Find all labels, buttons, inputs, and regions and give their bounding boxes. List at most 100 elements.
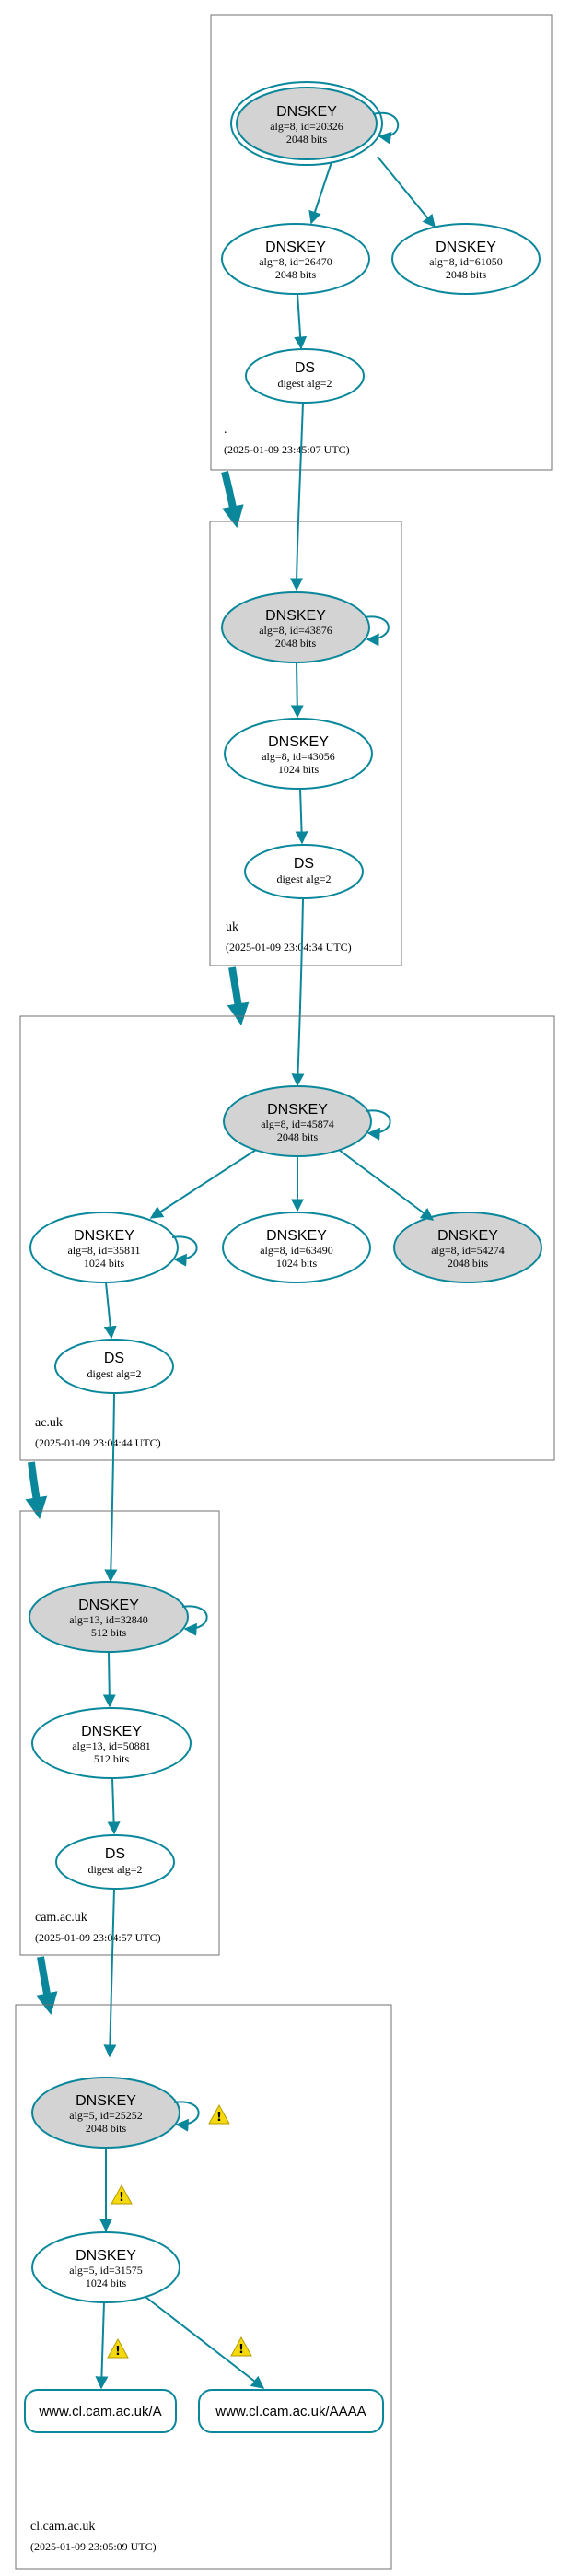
node-key-info: alg=13, id=32840: [69, 1613, 148, 1626]
node-key-info: alg=13, id=50881: [72, 1739, 151, 1752]
node-key-size: 1024 bits: [278, 763, 320, 776]
node-title: DS: [295, 360, 315, 376]
ds-node-cam[interactable]: DS digest alg=2: [55, 1834, 175, 1890]
dnskey-node-acuk-ksk[interactable]: DNSKEY alg=8, id=45874 2048 bits: [223, 1085, 391, 1157]
edge-cam-ksk-to-zsk: [102, 1651, 116, 1708]
ds-node-uk[interactable]: DS digest alg=2: [244, 844, 364, 899]
warning-icon[interactable]: !: [230, 2336, 252, 2357]
edge-acuk-ksk-to-ksk2: [338, 1149, 435, 1221]
warning-glyph: !: [238, 2343, 244, 2357]
self-sign-edge: [372, 111, 400, 145]
zone-root-timestamp: (2025-01-09 23:45:07 UTC): [224, 443, 350, 456]
dnskey-node-cam-zsk[interactable]: DNSKEY alg=13, id=50881 512 bits: [31, 1707, 192, 1779]
node-key-info: alg=8, id=61050: [429, 255, 503, 268]
node-key-size: 2048 bits: [275, 268, 317, 281]
rrset-node-www-aaaa[interactable]: www.cl.cam.ac.uk/AAAA: [198, 2389, 384, 2433]
node-key-info: alg=5, id=25252: [69, 2109, 143, 2122]
zone-acuk-timestamp: (2025-01-09 23:04:44 UTC): [35, 1436, 161, 1449]
node-key-size: 1024 bits: [86, 2277, 127, 2289]
zone-ac-uk: ac.uk (2025-01-09 23:04:44 UTC): [19, 1015, 555, 1461]
self-sign-edge: [171, 1235, 198, 1267]
node-key-size: 512 bits: [94, 1752, 130, 1765]
node-key-info: alg=8, id=63490: [260, 1244, 333, 1257]
dnskey-node-root-zsk-61050[interactable]: DNSKEY alg=8, id=61050 2048 bits: [391, 223, 541, 295]
edge-uk-zsk-to-ds: [295, 788, 308, 845]
edge-cl-zsk-to-a: [95, 2301, 109, 2390]
zone-root: . (2025-01-09 23:45:07 UTC): [210, 14, 553, 471]
zone-uk: uk (2025-01-09 23:04:34 UTC): [209, 521, 402, 966]
zone-root-name: .: [224, 423, 227, 437]
node-digest-info: digest alg=2: [87, 1863, 142, 1876]
delegation-arrow-acuk-to-cam: [25, 1461, 48, 1520]
node-title: DNSKEY: [81, 1724, 142, 1739]
dnskey-node-acuk-zsk-63490[interactable]: DNSKEY alg=8, id=63490 1024 bits: [222, 1212, 371, 1283]
dnskey-node-uk-ksk[interactable]: DNSKEY alg=8, id=43876 2048 bits: [221, 591, 390, 663]
warning-icon[interactable]: !: [107, 2338, 129, 2359]
node-digest-info: digest alg=2: [277, 377, 332, 390]
zone-cl-cam-ac-uk: cl.cam.ac.uk (2025-01-09 23:05:09 UTC): [15, 2004, 392, 2570]
dnskey-node-acuk-zsk-35811[interactable]: DNSKEY alg=8, id=35811 1024 bits: [29, 1212, 198, 1283]
dnskey-node-cl-zsk[interactable]: DNSKEY alg=5, id=31575 1024 bits: [31, 2231, 180, 2303]
ds-node-acuk[interactable]: DS digest alg=2: [54, 1339, 174, 1394]
self-sign-edge: [365, 1109, 391, 1141]
edge-cl-zsk-to-aaaa: [145, 2296, 265, 2389]
zone-cam-border: [19, 1510, 220, 1956]
node-title: DS: [294, 856, 314, 872]
node-key-info: alg=8, id=43056: [262, 750, 335, 763]
dnskey-node-uk-zsk[interactable]: DNSKEY alg=8, id=43056 1024 bits: [224, 718, 373, 790]
node-title: DNSKEY: [266, 1228, 327, 1244]
node-title: DNSKEY: [268, 734, 329, 750]
node-title: DNSKEY: [76, 2248, 136, 2264]
warning-icon[interactable]: !: [111, 2184, 133, 2205]
dnskey-node-cam-ksk[interactable]: DNSKEY alg=13, id=32840 512 bits: [29, 1581, 208, 1653]
node-key-size: 2048 bits: [86, 2122, 127, 2135]
node-key-size: 2048 bits: [286, 133, 328, 146]
node-title: DNSKEY: [76, 2093, 136, 2109]
node-title: DNSKEY: [265, 608, 326, 624]
zone-uk-timestamp: (2025-01-09 23:04:34 UTC): [226, 941, 352, 954]
rrset-node-www-a[interactable]: www.cl.cam.ac.uk/A: [24, 2389, 177, 2433]
node-key-size: 1024 bits: [276, 1257, 318, 1270]
dnskey-node-root-zsk-26470[interactable]: DNSKEY alg=8, id=26470 2048 bits: [221, 223, 370, 295]
node-key-size: 2048 bits: [275, 637, 317, 650]
edge-uk-ds-to-acuk-ksk: [291, 897, 305, 1087]
node-key-info: alg=5, id=31575: [69, 2264, 143, 2277]
edge-cam-ds-to-cl-ksk: [103, 1888, 117, 2058]
rrset-label: www.cl.cam.ac.uk/AAAA: [215, 2404, 366, 2419]
self-sign-edge: [181, 1605, 208, 1636]
node-key-size: 512 bits: [91, 1626, 127, 1639]
node-key-size: 2048 bits: [448, 1257, 489, 1270]
node-key-info: alg=8, id=45874: [261, 1118, 334, 1130]
ds-node-root[interactable]: DS digest alg=2: [245, 348, 365, 404]
dnskey-node-cl-ksk[interactable]: DNSKEY alg=5, id=25252 2048 bits: [31, 2077, 200, 2149]
zone-cl-border: [15, 2004, 392, 2570]
edge-root-zsk-to-ds: [294, 293, 308, 350]
edge-root-ksk-to-zsk1: [308, 161, 332, 225]
edge-acuk-ds-to-cam-ksk: [104, 1392, 118, 1583]
node-title: DNSKEY: [267, 1102, 328, 1118]
node-key-info: alg=8, id=43876: [259, 624, 332, 637]
edge-root-ds-to-uk-ksk: [290, 402, 304, 591]
edge-acuk-zsk-to-ds: [103, 1282, 117, 1340]
node-key-size: 2048 bits: [277, 1130, 319, 1143]
node-title: DNSKEY: [437, 1228, 498, 1244]
zone-uk-border: [209, 521, 402, 966]
dnskey-node-root-ksk[interactable]: DNSKEY alg=8, id=20326 2048 bits: [230, 81, 400, 166]
node-key-info: alg=8, id=26470: [259, 255, 332, 268]
delegation-arrow-uk-to-acuk: [227, 966, 250, 1026]
zone-cam-ac-uk: cam.ac.uk (2025-01-09 23:04:57 UTC): [19, 1510, 220, 1956]
warning-icon[interactable]: !: [208, 2104, 230, 2125]
dnskey-node-acuk-ksk-54274[interactable]: DNSKEY alg=8, id=54274 2048 bits: [393, 1212, 542, 1283]
edge-cam-zsk-to-ds: [107, 1777, 121, 1835]
warning-glyph: !: [115, 2345, 121, 2359]
self-sign-edge: [364, 615, 390, 647]
node-title: DNSKEY: [436, 240, 496, 255]
warning-glyph: !: [216, 2111, 222, 2125]
node-title: DNSKEY: [74, 1228, 134, 1244]
node-title: DNSKEY: [276, 104, 337, 120]
node-key-size: 2048 bits: [446, 268, 487, 281]
zone-cl-name: cl.cam.ac.uk: [30, 2520, 95, 2534]
node-key-info: alg=8, id=20326: [270, 120, 343, 133]
zone-uk-name: uk: [226, 920, 238, 934]
